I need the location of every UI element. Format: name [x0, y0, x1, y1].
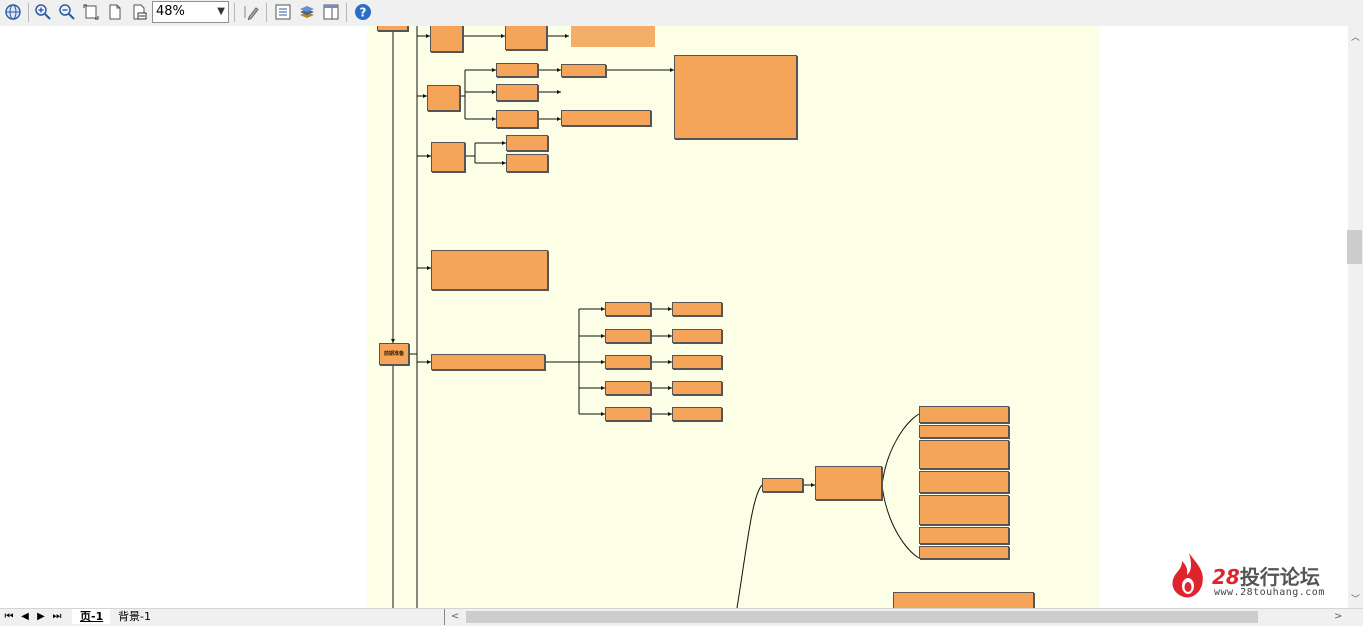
scroll-up-icon[interactable]: ︿: [1350, 33, 1360, 43]
diagram-node: [919, 425, 1009, 438]
watermark-url: www.28touhang.com: [1214, 587, 1325, 598]
diagram-node: [427, 85, 460, 111]
pen-icon[interactable]: [241, 2, 261, 22]
diagram-node: [506, 154, 548, 172]
drawing-workspace[interactable]: 前期准备: [0, 26, 1348, 608]
center-node: 前期准备: [379, 343, 409, 365]
diagram-node: [919, 440, 1009, 469]
diagram-node: [561, 64, 606, 77]
scroll-right-icon[interactable]: >: [1334, 611, 1343, 622]
splitter[interactable]: [444, 609, 445, 625]
diagram-node: [919, 495, 1009, 525]
prev-page-icon[interactable]: ◀: [21, 611, 29, 622]
diagram-node: [377, 26, 408, 31]
diagram-node: [605, 355, 651, 369]
diagram-node: [430, 26, 463, 52]
watermark-number: 28: [1212, 565, 1240, 589]
diagram-node: [506, 135, 548, 151]
diagram-node: [605, 329, 651, 343]
connector-lines: [391, 26, 920, 608]
globe-icon[interactable]: [3, 2, 23, 22]
zoom-value: 48%: [156, 4, 185, 19]
diagram-node: [672, 407, 722, 421]
watermark-brand: 投行论坛: [1239, 565, 1320, 589]
page-icon[interactable]: [105, 2, 125, 22]
chevron-down-icon: ▼: [217, 6, 225, 17]
diagram-node: [496, 84, 538, 101]
diagram-node: [762, 478, 803, 492]
toolbar: 48% ▼ ?: [0, 0, 1363, 27]
diagram-node: [919, 471, 1009, 493]
diagram-node: [893, 592, 1034, 608]
actual-size-icon[interactable]: [129, 2, 149, 22]
diagram-node: [919, 406, 1009, 423]
first-page-icon[interactable]: ⏮: [4, 611, 14, 622]
diagram-node: [431, 250, 548, 290]
diagram-node: [561, 110, 651, 126]
diagram-node: [605, 381, 651, 395]
diagram-note: [569, 26, 657, 49]
diagram-node: [672, 302, 722, 316]
panel-icon[interactable]: [321, 2, 341, 22]
help-icon[interactable]: ?: [353, 2, 373, 22]
zoom-in-icon[interactable]: [33, 2, 53, 22]
zoom-select[interactable]: 48% ▼: [152, 1, 229, 23]
tab-page-1[interactable]: 页-1: [72, 609, 112, 624]
diagram-note: [561, 86, 651, 99]
svg-text:?: ?: [360, 6, 367, 20]
tab-background-1-label: 背景-1: [118, 610, 151, 623]
list-icon[interactable]: [273, 2, 293, 22]
vertical-scroll-thumb[interactable]: [1347, 230, 1362, 264]
diagram-page: 前期准备: [367, 26, 1100, 608]
zoom-out-icon[interactable]: [57, 2, 77, 22]
watermark-logo: 28投行论坛 www.28touhang.com: [1168, 549, 1348, 603]
diagram-node: [496, 63, 538, 77]
diagram-node: [674, 55, 797, 139]
next-page-icon[interactable]: ▶: [37, 611, 45, 622]
diagram-node: [605, 407, 651, 421]
toolbar-separator: [28, 3, 29, 22]
watermark-title: 28投行论坛: [1212, 561, 1320, 590]
vertical-scrollbar[interactable]: ︿ ﹀: [1348, 26, 1363, 608]
toolbar-separator: [266, 3, 267, 22]
layers-icon[interactable]: [297, 2, 317, 22]
last-page-icon[interactable]: ⏭: [52, 611, 62, 622]
horizontal-scrollbar[interactable]: < >: [449, 609, 1348, 625]
diagram-node: [815, 466, 882, 500]
diagram-node: [672, 355, 722, 369]
diagram-node: [496, 110, 538, 128]
toolbar-separator: [234, 3, 235, 22]
scroll-down-icon[interactable]: ﹀: [1350, 595, 1360, 605]
diagram-node: [431, 354, 545, 370]
flame-icon: [1172, 553, 1203, 598]
diagram-node: [672, 329, 722, 343]
tab-background-1[interactable]: 背景-1: [110, 609, 159, 624]
diagram-node: [919, 546, 1009, 559]
diagram-node: [919, 527, 1009, 544]
tab-page-1-label: 页-1: [80, 610, 104, 623]
toolbar-separator: [346, 3, 347, 22]
diagram-node: [605, 302, 651, 316]
diagram-node: [505, 26, 547, 50]
fit-page-icon[interactable]: [81, 2, 101, 22]
center-node-label: 前期准备: [383, 350, 404, 357]
diagram-node: [672, 381, 722, 395]
scroll-left-icon[interactable]: <: [451, 611, 460, 622]
bottom-bar: ⏮ ◀ ▶ ⏭ 页-1 背景-1 < >: [0, 608, 1363, 626]
diagram-node: [431, 142, 465, 172]
horizontal-scroll-thumb[interactable]: [466, 611, 1258, 623]
